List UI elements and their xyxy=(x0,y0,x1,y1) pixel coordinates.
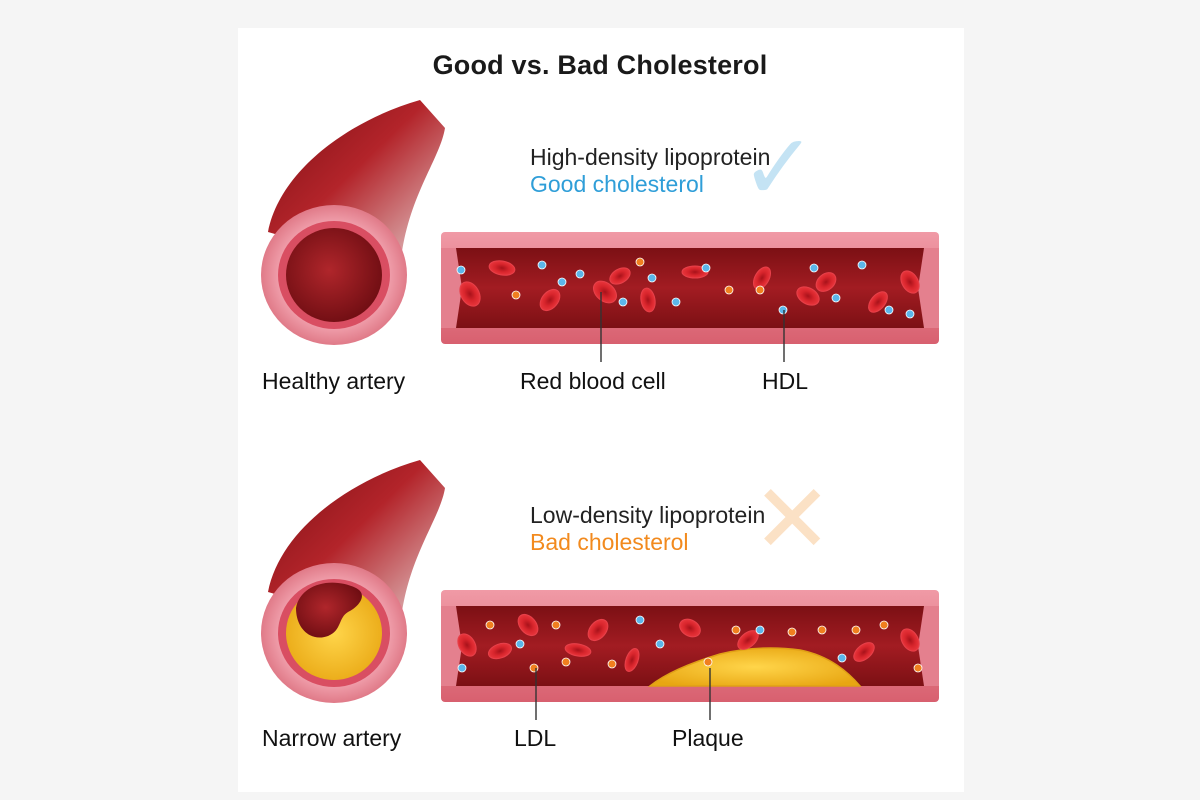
plaque-label: Plaque xyxy=(672,725,744,751)
ldl-particle xyxy=(851,625,861,635)
red-blood-cell xyxy=(457,633,477,657)
ldl-particle xyxy=(635,257,645,267)
healthy-artery-label: Healthy artery xyxy=(262,368,406,394)
red-blood-cell xyxy=(868,291,888,313)
red-blood-cell xyxy=(459,281,481,307)
ldl-particle xyxy=(817,625,827,635)
red-blood-cell xyxy=(592,280,618,304)
ldl-particle xyxy=(511,290,521,300)
hdl-particle xyxy=(515,639,525,649)
ldl-particle xyxy=(731,625,741,635)
cross-icon: ✕ xyxy=(752,466,833,573)
red-blood-cell xyxy=(900,628,920,652)
ldl-particle xyxy=(787,627,797,637)
red-blood-cell xyxy=(487,642,513,660)
ldl-particle xyxy=(755,285,765,295)
red-blood-cell xyxy=(539,288,561,312)
page-title: Good vs. Bad Cholesterol xyxy=(432,50,768,80)
bad-cholesterol-label: Bad cholesterol xyxy=(530,529,689,555)
good-cholesterol-label: Good cholesterol xyxy=(530,171,704,197)
hdl-heading: High-density lipoprotein xyxy=(530,144,771,170)
narrow-artery-label: Narrow artery xyxy=(262,725,402,751)
ldl-heading: Low-density lipoprotein xyxy=(530,502,766,528)
ldl-particle xyxy=(724,285,734,295)
red-blood-cell xyxy=(681,265,709,279)
hdl-vessel xyxy=(441,232,939,344)
ldl-particle xyxy=(551,620,561,630)
hdl-particle xyxy=(457,663,467,673)
ldl-particle xyxy=(561,657,571,667)
red-blood-cell-label: Red blood cell xyxy=(520,368,666,394)
hdl-particle xyxy=(655,639,665,649)
ldl-particle xyxy=(607,659,617,669)
hdl-particle xyxy=(537,260,547,270)
hdl-particle xyxy=(857,260,867,270)
red-blood-cell xyxy=(488,260,516,276)
ldl-particle xyxy=(703,657,713,667)
callout-lines xyxy=(535,292,785,720)
ldl-particle xyxy=(879,620,889,630)
hdl-particle xyxy=(635,615,645,625)
healthy-artery-illustration xyxy=(261,100,445,345)
hdl-particle xyxy=(905,309,915,319)
hdl-particle xyxy=(809,263,819,273)
red-blood-cell xyxy=(853,642,875,662)
red-blood-cell xyxy=(624,648,640,672)
red-blood-cell xyxy=(640,287,656,313)
red-blood-cell xyxy=(679,618,701,638)
red-blood-cell xyxy=(900,270,920,294)
hdl-particle xyxy=(575,269,585,279)
hdl-label: HDL xyxy=(762,368,809,394)
hdl-particle xyxy=(755,625,765,635)
hdl-particle xyxy=(837,653,847,663)
hdl-particle xyxy=(701,263,711,273)
hdl-particle xyxy=(831,293,841,303)
hdl-particle xyxy=(778,305,788,315)
red-blood-cell xyxy=(564,643,592,657)
red-blood-cell xyxy=(517,613,539,637)
hdl-particle xyxy=(884,305,894,315)
ldl-particle xyxy=(485,620,495,630)
plaque-deposit xyxy=(647,647,862,687)
red-blood-cell xyxy=(587,618,609,642)
ldl-label: LDL xyxy=(514,725,557,751)
hdl-particle xyxy=(647,273,657,283)
ldl-particle xyxy=(913,663,923,673)
red-blood-cell xyxy=(609,267,631,285)
narrow-artery-illustration xyxy=(261,460,445,703)
checkmark-icon: ✓ xyxy=(740,117,818,219)
hdl-particle xyxy=(557,277,567,287)
red-blood-cell xyxy=(796,286,820,306)
ldl-particle xyxy=(529,663,539,673)
red-blood-cell xyxy=(815,272,837,292)
hdl-particle xyxy=(456,265,466,275)
hdl-particle xyxy=(671,297,681,307)
hdl-particle xyxy=(618,297,628,307)
